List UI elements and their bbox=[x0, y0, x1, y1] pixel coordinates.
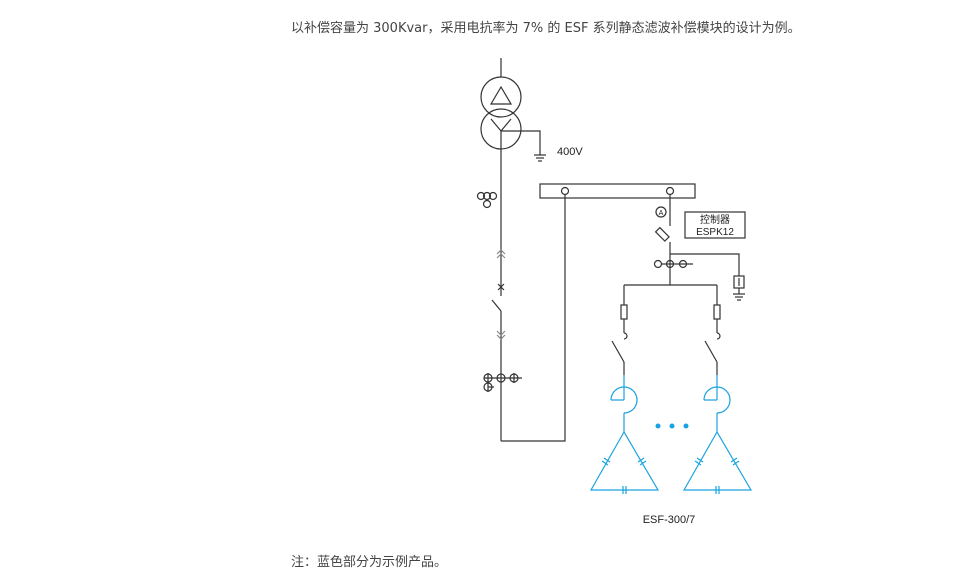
fuse-icon bbox=[654, 226, 670, 242]
current-transformer-icon bbox=[476, 191, 498, 209]
voltage-label: 400V bbox=[557, 146, 583, 158]
module-label: ESF-300/7 bbox=[643, 514, 696, 526]
controller-box bbox=[684, 211, 746, 239]
main-feeder bbox=[476, 148, 566, 442]
note-text: 注：蓝色部分为示例产品。 bbox=[291, 555, 448, 570]
controller-model: ESPK12 bbox=[696, 227, 734, 238]
intro-text: 以补偿容量为 300Kvar，采用电抗率为 7% 的 ESF 系列静态滤波补偿模… bbox=[291, 21, 801, 36]
ammeter-icon bbox=[655, 206, 667, 218]
controller-title: 控制器 bbox=[700, 213, 730, 226]
branch-feeder bbox=[623, 226, 745, 305]
compensation-branch-1 bbox=[589, 304, 660, 494]
compensation-branch-2 bbox=[682, 304, 753, 494]
ammeter-label: A bbox=[659, 210, 664, 217]
ellipsis-dots bbox=[655, 423, 689, 429]
transformer bbox=[480, 58, 546, 162]
busbar bbox=[539, 183, 696, 226]
